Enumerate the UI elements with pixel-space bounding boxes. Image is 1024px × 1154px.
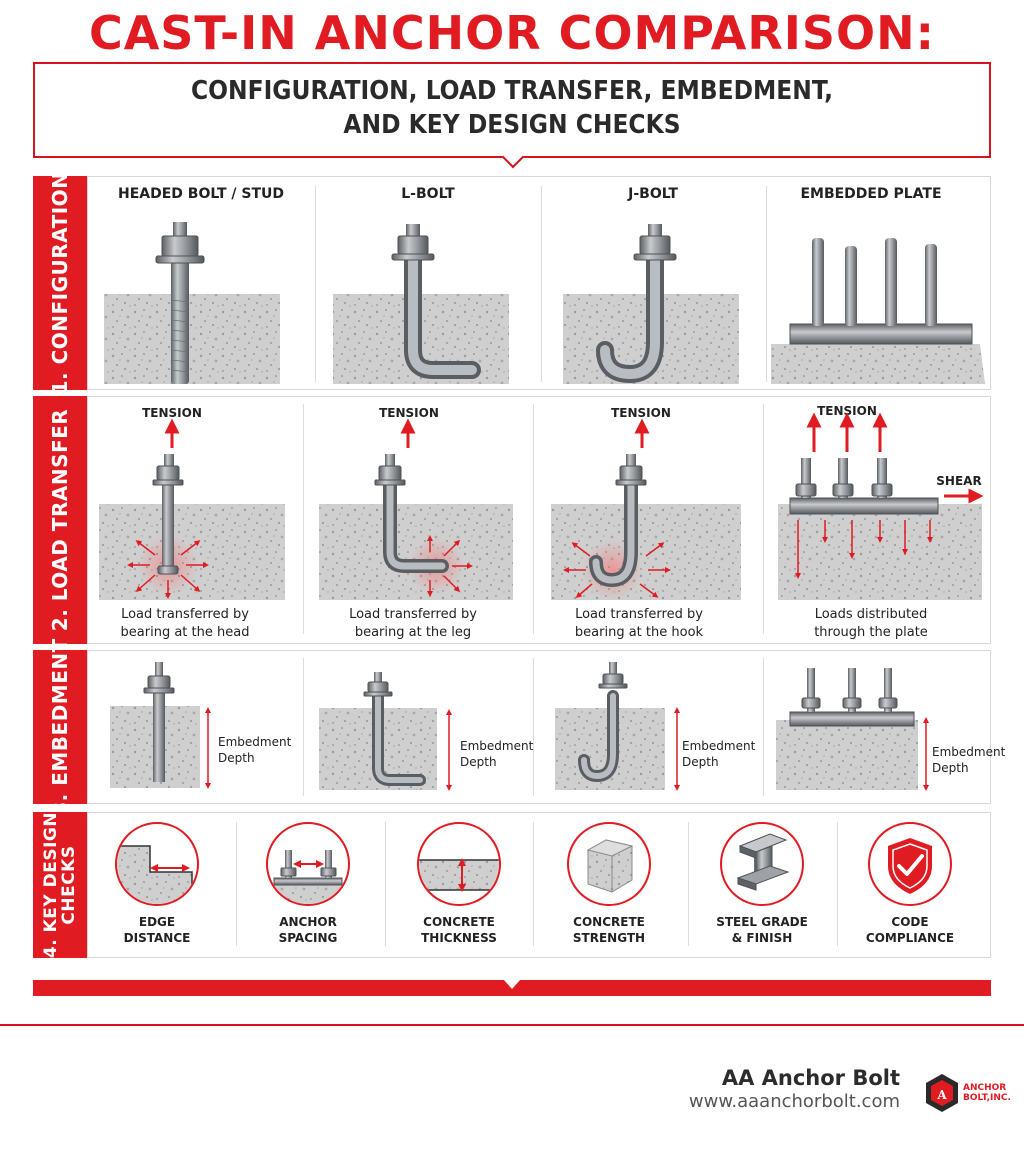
footer-url[interactable]: www.aaanchorbolt.com bbox=[688, 1091, 900, 1112]
j-bolt-embedment bbox=[555, 662, 680, 791]
caption-3-line-2: bearing at the hook bbox=[574, 625, 704, 640]
concrete-thickness-icon bbox=[417, 822, 501, 906]
shear-label: SHEAR bbox=[936, 474, 982, 488]
design-checks-row bbox=[87, 812, 991, 958]
embedment-label-1-line-1: Embedment bbox=[218, 735, 292, 749]
column-header-headed-bolt: HEADED BOLT / STUD bbox=[117, 186, 284, 202]
embedded-plate-embedment bbox=[776, 668, 929, 791]
embedded-plate-config bbox=[771, 238, 985, 384]
caption-4-line-1: Loads distributed bbox=[814, 607, 928, 622]
embedment-label-2-line-2: Depth bbox=[460, 755, 497, 769]
page-title: CAST-IN ANCHOR COMPARISON: bbox=[88, 6, 936, 60]
steel-beam-icon bbox=[720, 822, 804, 906]
column-header-j-bolt: J-BOLT bbox=[628, 186, 678, 202]
l-bolt-embedment bbox=[319, 672, 452, 791]
svg-text:BOLT,INC.: BOLT,INC. bbox=[963, 1093, 1011, 1103]
check-5-line-1: STEEL GRADE bbox=[716, 915, 808, 929]
embedment-label-1-line-2: Depth bbox=[218, 751, 255, 765]
embedment-label-4-line-2: Depth bbox=[932, 761, 969, 775]
check-4-line-1: CONCRETE bbox=[573, 915, 645, 929]
j-bolt-load bbox=[551, 418, 741, 600]
edge-distance-icon bbox=[115, 822, 199, 906]
check-2-line-1: ANCHOR bbox=[279, 915, 337, 929]
caption-2-line-2: bearing at the leg bbox=[354, 625, 472, 640]
embedment-label-2-line-1: Embedment bbox=[460, 739, 534, 753]
check-6-line-1: CODE bbox=[891, 915, 929, 929]
concrete-strength-icon bbox=[567, 822, 651, 906]
tension-label-3: TENSION bbox=[611, 406, 671, 420]
caption-embedded-plate-load: Loads distributed through the plate bbox=[771, 606, 971, 642]
j-bolt-config bbox=[563, 224, 739, 384]
embedment-label-3-line-2: Depth bbox=[682, 755, 719, 769]
check-1-line-1: EDGE bbox=[138, 915, 176, 929]
headed-bolt-embedment bbox=[110, 662, 211, 789]
check-1-line-2: DISTANCE bbox=[123, 931, 191, 945]
l-bolt-load bbox=[319, 418, 513, 600]
subtitle-line-1: CONFIGURATION, LOAD TRANSFER, EMBEDMENT, bbox=[190, 76, 833, 106]
footer-brand: AA Anchor Bolt bbox=[721, 1066, 900, 1090]
check-concrete-thickness: CONCRETE THICKNESS bbox=[389, 914, 529, 946]
embedment-label-3-line-1: Embedment bbox=[682, 739, 756, 753]
check-code-compliance: CODE COMPLIANCE bbox=[840, 914, 980, 946]
title-frame bbox=[33, 62, 991, 169]
embedded-plate-load bbox=[778, 412, 984, 600]
caption-2-line-1: Load transferred by bbox=[349, 607, 477, 622]
check-4-line-2: STRENGTH bbox=[572, 931, 646, 945]
subtitle-line-2: AND KEY DESIGN CHECKS bbox=[343, 110, 681, 140]
caption-1-line-1: Load transferred by bbox=[121, 607, 249, 622]
check-5-line-2: & FINISH bbox=[731, 931, 793, 945]
column-header-embedded-plate: EMBEDDED PLATE bbox=[800, 186, 942, 202]
company-logo: A ANCHOR BOLT,INC. bbox=[926, 1074, 1011, 1112]
caption-1-line-2: bearing at the head bbox=[120, 625, 250, 640]
check-edge-distance: EDGE DISTANCE bbox=[87, 914, 227, 946]
caption-l-bolt-load: Load transferred by bearing at the leg bbox=[313, 606, 513, 642]
caption-3-line-1: Load transferred by bbox=[575, 607, 703, 622]
headed-bolt-config bbox=[104, 222, 280, 384]
column-header-l-bolt: L-BOLT bbox=[401, 186, 455, 202]
check-3-line-2: THICKNESS bbox=[421, 931, 497, 945]
svg-text:ANCHOR: ANCHOR bbox=[963, 1083, 1006, 1093]
embedment-label-4-line-1: Embedment bbox=[932, 745, 1006, 759]
tension-label-2: TENSION bbox=[379, 406, 439, 420]
footer-divider bbox=[0, 1024, 1024, 1026]
check-steel-grade: STEEL GRADE & FINISH bbox=[692, 914, 832, 946]
check-concrete-strength: CONCRETE STRENGTH bbox=[539, 914, 679, 946]
check-anchor-spacing: ANCHOR SPACING bbox=[238, 914, 378, 946]
l-bolt-config bbox=[333, 224, 509, 384]
tension-label-4: TENSION bbox=[817, 404, 877, 418]
check-3-line-1: CONCRETE bbox=[423, 915, 495, 929]
caption-4-line-2: through the plate bbox=[814, 625, 928, 640]
tension-label-1: TENSION bbox=[142, 406, 202, 420]
section-band-load-transfer: 2. LOAD TRANSFER bbox=[33, 396, 97, 644]
headed-bolt-load bbox=[99, 418, 285, 600]
caption-headed-bolt-load: Load transferred by bearing at the head bbox=[85, 606, 285, 642]
shield-check-icon bbox=[868, 822, 952, 906]
check-6-line-2: COMPLIANCE bbox=[865, 931, 955, 945]
anchor-spacing-icon bbox=[266, 822, 350, 906]
check-2-line-2: SPACING bbox=[278, 931, 338, 945]
bottom-accent-bar bbox=[33, 979, 991, 996]
caption-j-bolt-load: Load transferred by bearing at the hook bbox=[539, 606, 739, 642]
svg-text:A: A bbox=[936, 1088, 947, 1102]
